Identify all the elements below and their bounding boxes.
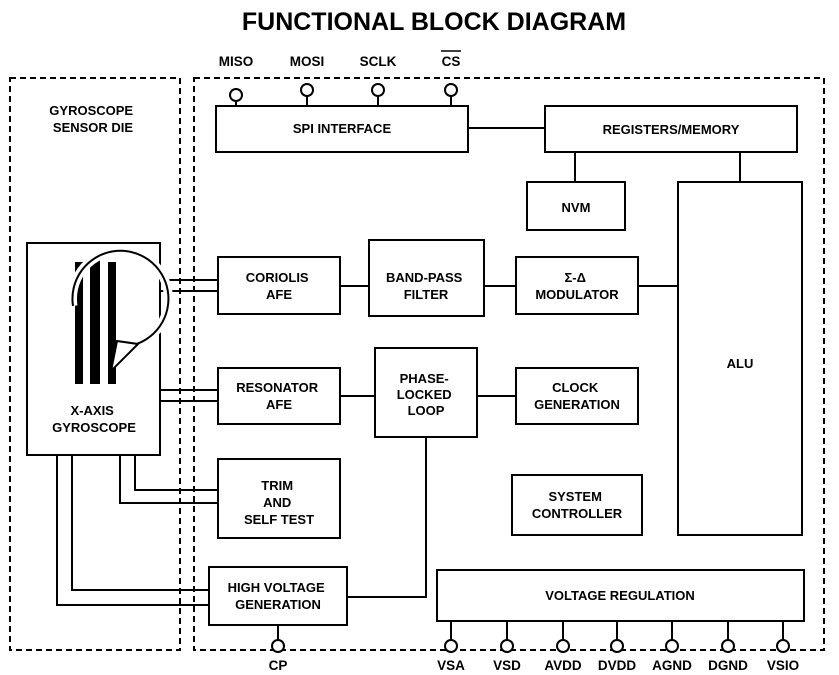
gyro-bar	[108, 262, 116, 384]
sensor-die-outline	[9, 77, 181, 651]
pin-avdd-label: AVDD	[544, 658, 582, 673]
pin-dgnd	[721, 639, 735, 653]
pin-vsd-label: VSD	[493, 658, 521, 673]
block-alu: ALU	[677, 181, 803, 536]
block-registers-memory: REGISTERS/MEMORY	[544, 105, 798, 153]
rotation-arrowhead-icon	[109, 339, 141, 375]
pin-dgnd-label: DGND	[708, 658, 748, 673]
svg-text:HIGH VOLTAGE GENERATION: HIGH VOLTAGE GENERATION	[228, 580, 329, 612]
pin-sclk-label: SCLK	[360, 54, 397, 69]
svg-text:NVM: NVM	[562, 200, 591, 215]
top-pins: MISO MOSI SCLK CS	[219, 50, 461, 102]
svg-text:REGISTERS/MEMORY: REGISTERS/MEMORY	[603, 122, 740, 137]
block-sigma-delta-modulator: Σ-Δ MODULATOR	[515, 256, 639, 315]
pin-vsd	[500, 639, 514, 653]
bottom-pins: CP VSA VSD AVDD DVDD AGND DGND VSIO	[269, 639, 799, 673]
gyro-bar	[90, 256, 100, 384]
block-coriolis-afe: CORIOLIS AFE	[217, 256, 341, 315]
pin-vsio	[776, 639, 790, 653]
pin-vsa	[444, 639, 458, 653]
block-clock-generation: CLOCK GENERATION	[515, 367, 639, 425]
block-phase-locked-loop: PHASE- LOCKED LOOP	[374, 347, 478, 438]
block-spi-interface: SPI INTERFACE	[215, 105, 469, 153]
gyro-bar	[75, 262, 83, 384]
pin-avdd	[556, 639, 570, 653]
block-nvm: NVM	[526, 181, 626, 231]
pin-miso-label: MISO	[219, 54, 254, 69]
svg-text:CORIOLIS AFE: CORIOLIS AFE	[246, 270, 312, 302]
svg-text:BAND-PASS FILTER: BAND-PASS FILTER	[386, 270, 466, 302]
diagram-title: FUNCTIONAL BLOCK DIAGRAM	[242, 8, 626, 36]
pin-vsio-label: VSIO	[767, 658, 799, 673]
svg-text:VOLTAGE REGULATION: VOLTAGE REGULATION	[545, 588, 695, 603]
block-trim-self-test: TRIM AND SELF TEST	[217, 458, 341, 539]
pin-mosi-label: MOSI	[290, 54, 325, 69]
svg-text:CLOCK GENERATION: CLOCK GENERATION	[534, 380, 620, 412]
block-band-pass-filter: BAND-PASS FILTER	[368, 239, 485, 317]
pin-agnd	[665, 639, 679, 653]
pin-dvdd	[610, 639, 624, 653]
block-system-controller: SYSTEM CONTROLLER	[511, 474, 643, 536]
pin-vsa-label: VSA	[437, 658, 465, 673]
block-high-voltage-generation: HIGH VOLTAGE GENERATION	[208, 566, 348, 626]
pin-sclk	[371, 83, 385, 97]
block-x-axis-gyroscope: X-AXIS GYROSCOPE	[26, 242, 173, 456]
chip-outline	[193, 77, 825, 651]
sensor-die-label: GYROSCOPE SENSOR DIE	[49, 103, 136, 135]
pin-mosi	[300, 83, 314, 97]
pin-cp-label: CP	[269, 658, 288, 673]
pin-dvdd-label: DVDD	[598, 658, 637, 673]
svg-text:PHASE- LOCKED LOOP: PHASE- LOCKED LOOP	[397, 371, 456, 418]
svg-text:SYSTEM CONTROLLER: SYSTEM CONTROLLER	[532, 489, 623, 521]
svg-text:Σ-Δ MODULATOR: Σ-Δ MODULATOR	[535, 270, 619, 302]
pin-cs-label: CS	[442, 54, 461, 69]
svg-text:ALU: ALU	[727, 356, 754, 371]
svg-text:X-AXIS GYROSCOPE: X-AXIS GYROSCOPE	[52, 403, 136, 435]
svg-text:RESONATOR AFE: RESONATOR AFE	[236, 380, 321, 412]
block-resonator-afe: RESONATOR AFE	[217, 367, 341, 425]
pin-miso	[229, 88, 243, 102]
svg-text:SPI INTERFACE: SPI INTERFACE	[293, 121, 392, 136]
wiring	[56, 96, 784, 640]
rotation-arrow-icon	[71, 249, 170, 347]
block-voltage-regulation: VOLTAGE REGULATION	[436, 569, 805, 622]
pin-cp	[271, 639, 285, 653]
pin-agnd-label: AGND	[652, 658, 692, 673]
pin-cs	[444, 83, 458, 97]
svg-text:TRIM AND SELF TEST: TRIM AND SELF TEST	[244, 478, 314, 527]
